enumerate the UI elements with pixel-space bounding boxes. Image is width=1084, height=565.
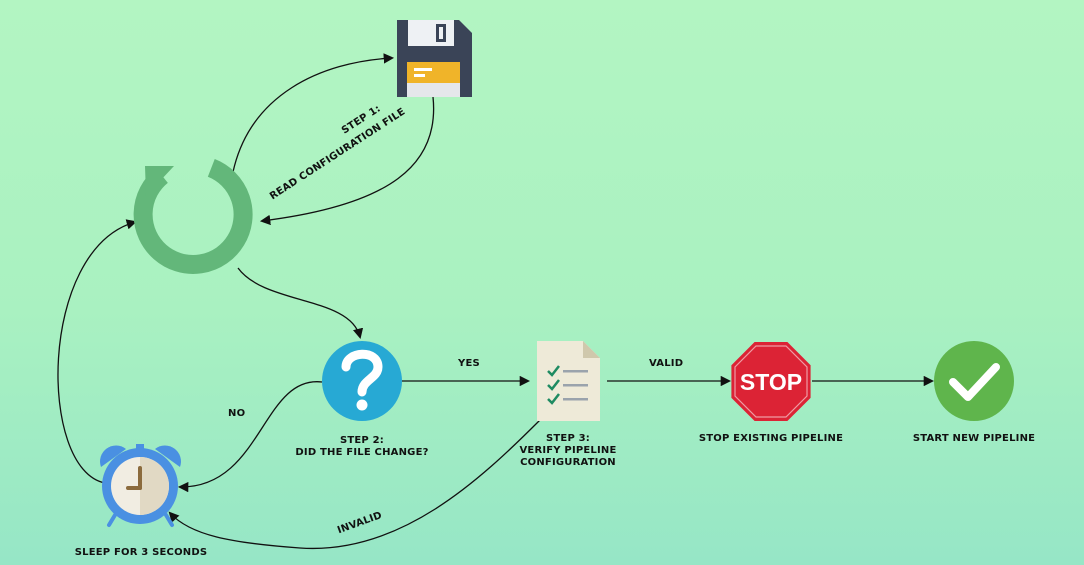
edge-label-yes: YES: [458, 358, 480, 369]
step2-label: STEP 2: DID THE FILE CHANGE?: [295, 435, 428, 459]
floppy-disk-icon: [397, 20, 472, 97]
edge-floppy-to-loop: [259, 96, 435, 226]
edge-loop-to-floppy: [232, 53, 395, 173]
step2-desc: DID THE FILE CHANGE?: [295, 447, 429, 458]
edge-verify-to-sleep: [168, 419, 541, 550]
step3-line1: VERIFY PIPELINE: [519, 445, 617, 456]
edge-sleep-to-loop: [57, 219, 137, 484]
step3-line2: CONFIGURATION: [520, 457, 616, 468]
start-pipeline-label: START NEW PIPELINE: [912, 433, 1036, 444]
stop-sign-text: STOP: [740, 369, 802, 395]
step2-title: STEP 2:: [339, 435, 385, 446]
alarm-clock-icon: [100, 444, 181, 527]
stop-pipeline-label: STOP EXISTING PIPELINE: [698, 433, 844, 444]
checklist-document-icon: [537, 341, 600, 421]
edge-loop-to-question: [237, 267, 364, 340]
connectors: [57, 53, 935, 550]
sleep-label: SLEEP FOR 3 SECONDS: [74, 547, 208, 558]
edge-label-no: NO: [228, 408, 246, 419]
step3-label: STEP 3: VERIFY PIPELINE CONFIGURATION: [519, 433, 616, 469]
stop-sign-icon: STOP: [731, 342, 811, 421]
refresh-loop-icon: [133, 159, 253, 274]
edge-label-valid: VALID: [649, 358, 684, 369]
check-icon: [934, 341, 1014, 421]
edge-question-to-sleep: [177, 381, 323, 493]
question-icon: [322, 341, 402, 421]
step3-title: STEP 3:: [545, 433, 591, 444]
